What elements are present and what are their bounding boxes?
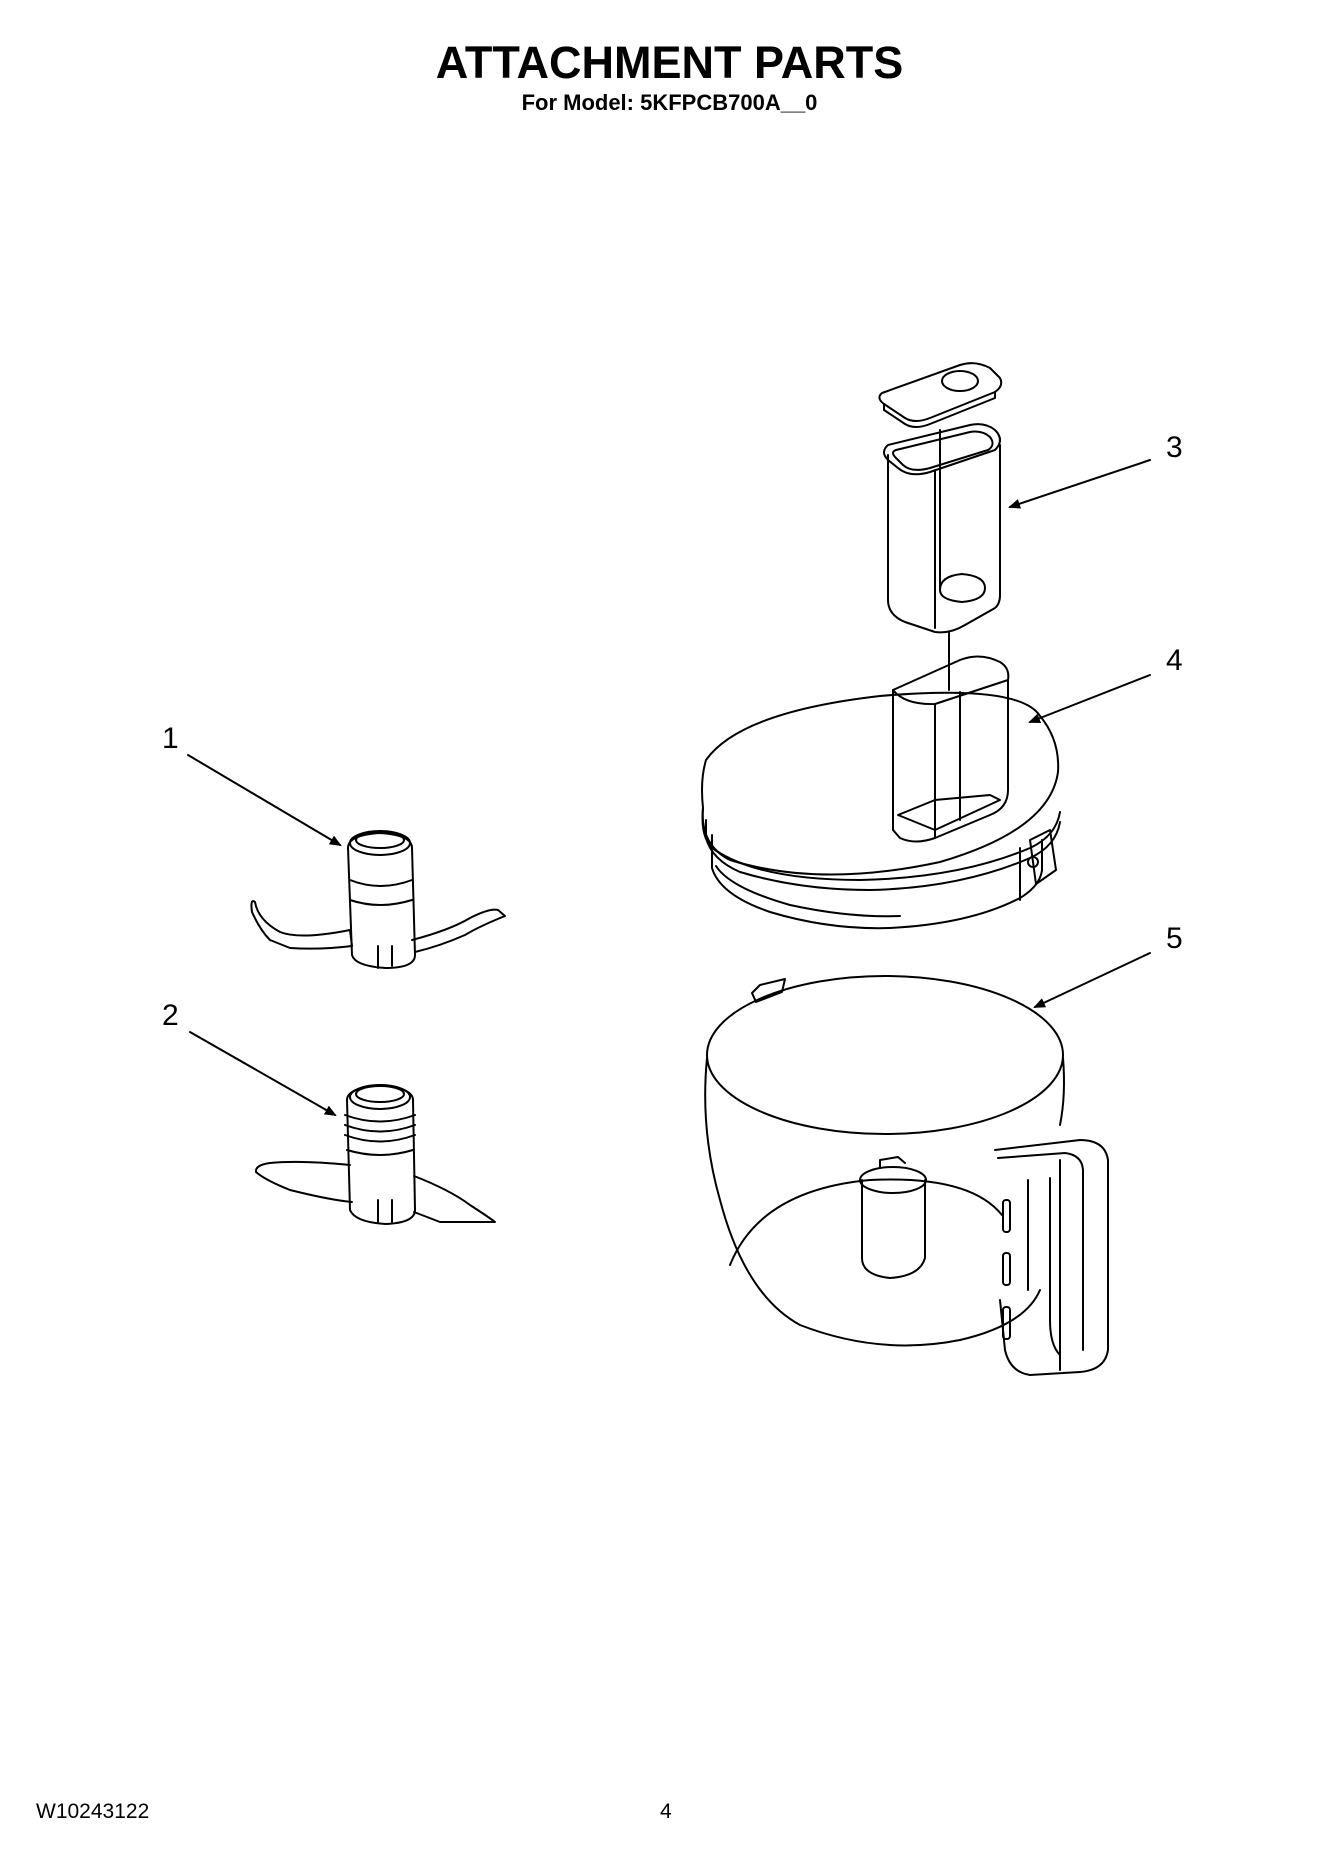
part-4-lid-and-feed-tube bbox=[701, 655, 1061, 930]
callout-2: 2 bbox=[162, 999, 179, 1032]
leader-line-3 bbox=[1008, 459, 1151, 509]
leader-line-5 bbox=[1033, 952, 1151, 1008]
page-number: 4 bbox=[660, 1800, 672, 1823]
callout-3: 3 bbox=[1166, 431, 1183, 464]
document-number: W10243122 bbox=[36, 1800, 150, 1823]
leader-line-1 bbox=[187, 754, 342, 847]
callout-5: 5 bbox=[1166, 922, 1183, 955]
callout-4: 4 bbox=[1166, 644, 1183, 677]
page-title: ATTACHMENT PARTS bbox=[435, 37, 904, 88]
part-3-small-pusher bbox=[878, 362, 1003, 691]
part-1-blade bbox=[250, 830, 506, 969]
leader-line-2 bbox=[189, 1031, 337, 1116]
leader-line-4 bbox=[1028, 674, 1151, 724]
model-subtitle: For Model: 5KFPCB700A__0 bbox=[521, 90, 818, 115]
part-5-work-bowl bbox=[704, 975, 1109, 1376]
part-2-dough-blade bbox=[254, 1084, 496, 1225]
callout-1: 1 bbox=[162, 722, 179, 755]
